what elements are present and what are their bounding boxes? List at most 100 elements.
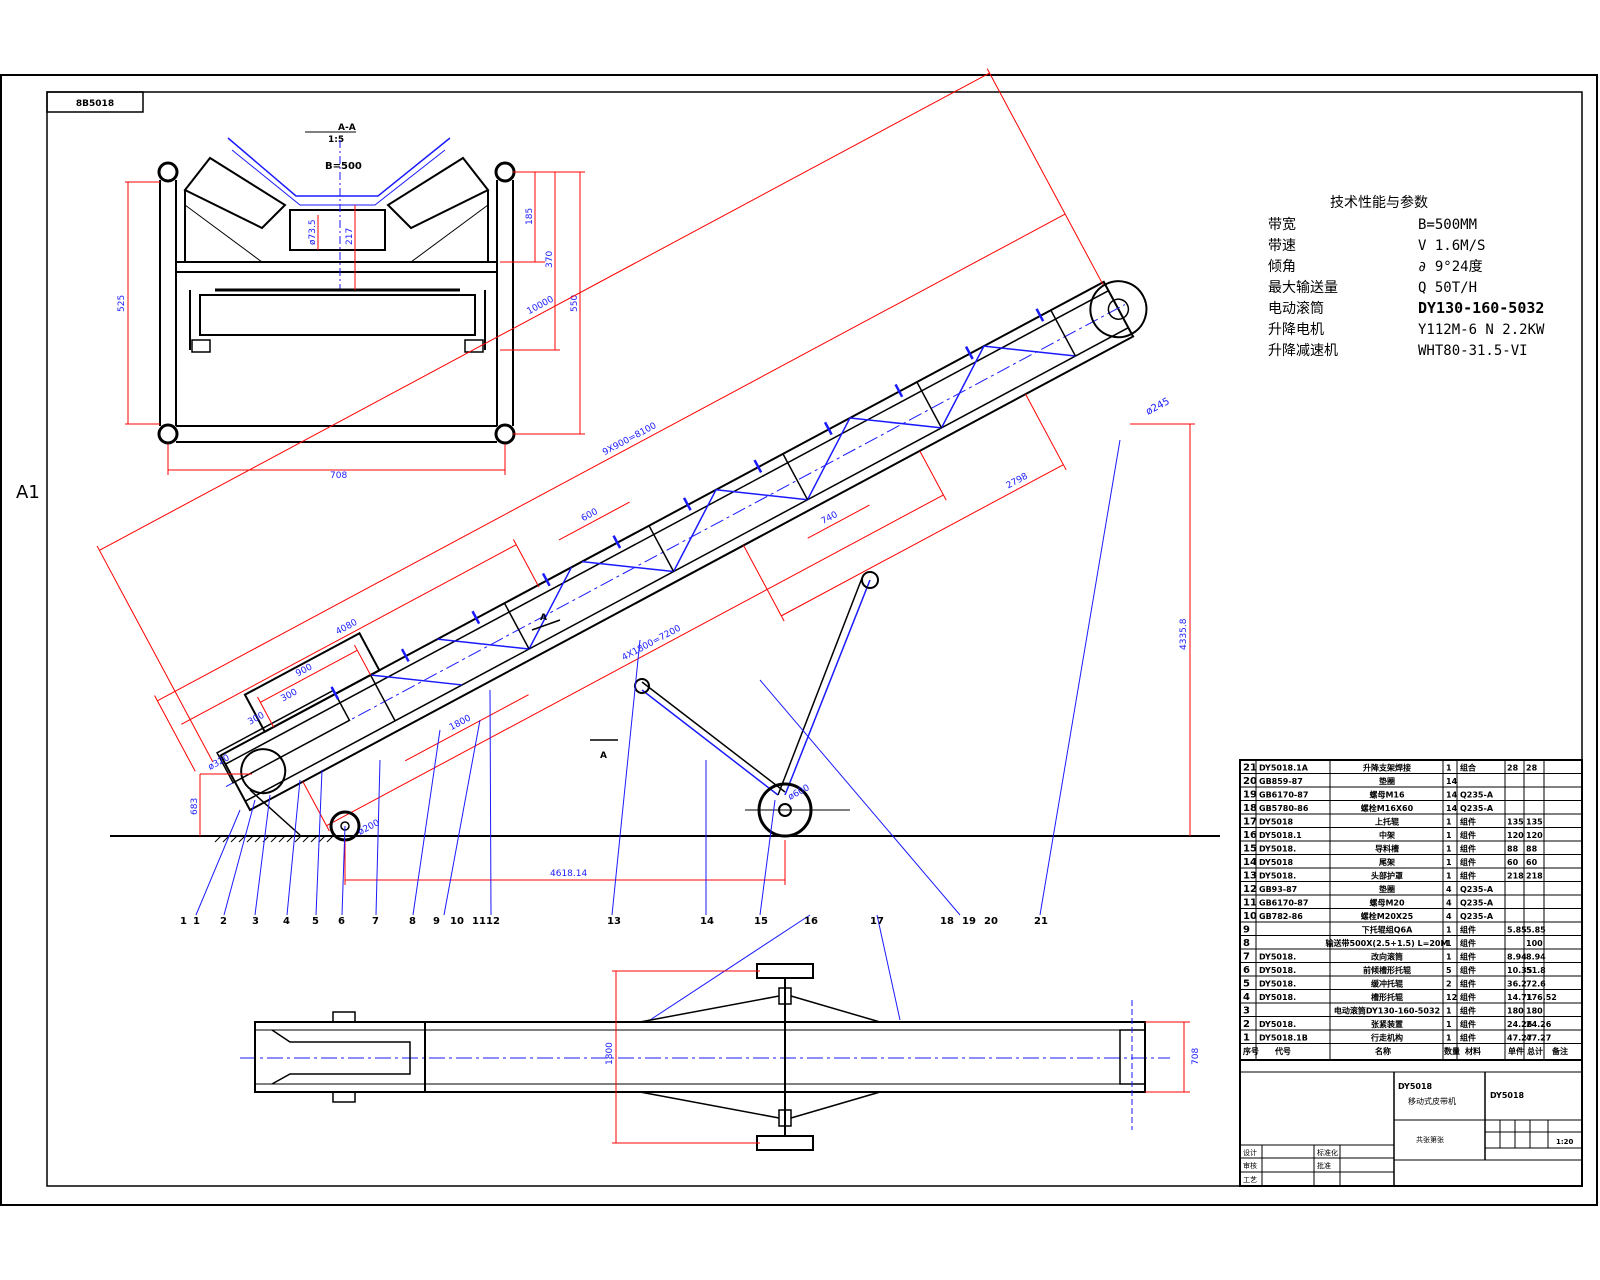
bom-cell-no: 12 bbox=[1243, 884, 1257, 895]
bom-cell-name: 电动滚筒DY130-160-5032 bbox=[1334, 1006, 1440, 1016]
bom-cell-w1: 28 bbox=[1507, 764, 1519, 773]
tb-role: 批准 bbox=[1317, 1161, 1331, 1170]
bom-cell-name: 上托辊 bbox=[1375, 817, 1399, 827]
bom-cell-no: 17 bbox=[1243, 817, 1257, 828]
bom-cell-mat: Q235-A bbox=[1460, 885, 1494, 894]
balloon: 4 bbox=[283, 916, 290, 927]
bom-cell-name: 导料槽 bbox=[1375, 844, 1399, 854]
bom-cell-w1: 88 bbox=[1507, 845, 1519, 854]
tb-scale: 1:20 bbox=[1556, 1138, 1574, 1146]
spec-table: 技术性能与参数 带宽 B=500MM 带速 V 1.6M/S 倾角 ∂ 9°24… bbox=[1268, 194, 1545, 359]
tb-sheet-label: 共张第张 bbox=[1416, 1135, 1444, 1144]
bom-cell-qty: 1 bbox=[1446, 858, 1452, 867]
bom-cell-mat: 组件 bbox=[1460, 844, 1476, 854]
balloon: 1 bbox=[180, 916, 187, 927]
bom-cell-no: 15 bbox=[1243, 844, 1257, 855]
code-tab-text: 8B5018 bbox=[76, 99, 114, 109]
bom-cell-qty: 2 bbox=[1446, 980, 1452, 989]
section-scale: 1:5 bbox=[328, 135, 344, 145]
bom-cell-no: 20 bbox=[1243, 776, 1257, 787]
bom-cell-w2: 72.6 bbox=[1526, 980, 1546, 989]
bom-cell-name: 尾架 bbox=[1378, 857, 1395, 867]
bom-cell-qty: 4 bbox=[1446, 912, 1452, 921]
balloon: 11 bbox=[472, 916, 486, 927]
bom-cell-mat: 组件 bbox=[1460, 817, 1476, 827]
bom-cell-mat: 组合 bbox=[1460, 763, 1477, 773]
bom-cell-w1: 10.35 bbox=[1507, 966, 1533, 975]
bom-header-cell: 材料 bbox=[1465, 1046, 1481, 1056]
dim-height: 4335.8 bbox=[1179, 618, 1189, 650]
section-title: A-A bbox=[338, 123, 356, 133]
bom-cell-no: 2 bbox=[1243, 1019, 1250, 1030]
code-tab bbox=[46, 91, 144, 113]
section-mark-bottom: A bbox=[600, 751, 607, 761]
bom-cell-w1: 135 bbox=[1507, 818, 1524, 827]
bom-cell-no: 9 bbox=[1243, 925, 1250, 936]
bom-cell-qty: 14 bbox=[1446, 804, 1458, 813]
dim-900: 900 bbox=[294, 662, 314, 679]
sheet-size-label: A1 bbox=[16, 482, 40, 503]
spec-title: 技术性能与参数 bbox=[1330, 194, 1428, 211]
bom-cell-name: 中架 bbox=[1379, 830, 1395, 840]
bom-header-cell: 数量 bbox=[1444, 1046, 1460, 1056]
bom-cell-mat: 组件 bbox=[1460, 965, 1476, 975]
bom-cell-w1: 180 bbox=[1507, 1007, 1524, 1016]
bom-cell-w2: 135 bbox=[1526, 818, 1543, 827]
bom-cell-w2: 28 bbox=[1526, 764, 1538, 773]
dim-upper-len: 4X1800=7200 bbox=[620, 624, 682, 664]
bom-cell-code: DY5018. bbox=[1259, 845, 1296, 854]
balloon: 10 bbox=[450, 916, 464, 927]
bom-cell-w2: 100 bbox=[1526, 939, 1543, 948]
bom-cell-mat: 组件 bbox=[1460, 925, 1476, 935]
bom-cell-code: DY5018.1 bbox=[1259, 831, 1302, 840]
bom-cell-qty: 14 bbox=[1446, 791, 1458, 800]
bom-cell-w1: 14.71 bbox=[1507, 993, 1533, 1002]
balloon: 6 bbox=[338, 916, 345, 927]
balloon: 19 bbox=[962, 916, 976, 927]
belt-width-label: B=500 bbox=[325, 161, 362, 172]
bom-cell-no: 5 bbox=[1243, 979, 1250, 990]
balloon: 14 bbox=[700, 916, 714, 927]
bom-cell-qty: 14 bbox=[1446, 777, 1458, 786]
balloon: 7 bbox=[372, 916, 379, 927]
balloon: 8 bbox=[409, 916, 416, 927]
inner-frame bbox=[46, 91, 1583, 1187]
bom-header-cell: 备注 bbox=[1551, 1046, 1568, 1056]
balloon: 21 bbox=[1034, 916, 1048, 927]
bom-cell-no: 19 bbox=[1243, 790, 1257, 801]
bom-cell-name: 输送带500X(2.5+1.5) L=20M bbox=[1326, 938, 1449, 948]
bom-header-cell: 代号 bbox=[1274, 1046, 1291, 1056]
spec-label-4: 电动滚筒 bbox=[1268, 300, 1324, 317]
bom-cell-name: 螺母M20 bbox=[1369, 898, 1405, 908]
dim-740: 740 bbox=[820, 510, 840, 527]
bom-cell-name: 前倾槽形托辊 bbox=[1363, 965, 1411, 975]
bom-cell-qty: 1 bbox=[1446, 845, 1452, 854]
spec-label-1: 带速 bbox=[1268, 238, 1296, 254]
bom-cell-no: 14 bbox=[1243, 857, 1257, 868]
bom-cell-w1: 120 bbox=[1507, 831, 1524, 840]
bom-cell-no: 18 bbox=[1243, 803, 1257, 814]
bom-cell-w1: 36.2 bbox=[1507, 980, 1527, 989]
bom-cell-mat: 组件 bbox=[1460, 1033, 1476, 1043]
bom-cell-code: DY5018 bbox=[1259, 858, 1294, 867]
bom-cell-name: 下托辊组Q6A bbox=[1362, 925, 1413, 935]
dim-550: 550 bbox=[570, 295, 580, 312]
bom-cell-mat: 组件 bbox=[1460, 830, 1476, 840]
dim-head-dia: ø245 bbox=[1144, 396, 1171, 418]
bom-cell-qty: 1 bbox=[1446, 926, 1452, 935]
dim-708: 708 bbox=[330, 471, 347, 481]
spec-value-0: B=500MM bbox=[1418, 217, 1477, 233]
bom-cell-mat: 组件 bbox=[1460, 871, 1476, 881]
bom-cell-w2: 88 bbox=[1526, 845, 1538, 854]
tb-role: 标准化 bbox=[1317, 1148, 1338, 1157]
bom-cell-no: 13 bbox=[1243, 871, 1257, 882]
spec-label-0: 带宽 bbox=[1268, 216, 1296, 233]
tb-role: 工艺 bbox=[1243, 1176, 1257, 1184]
bom-cell-name: 头部护罩 bbox=[1371, 871, 1403, 881]
bom-cell-qty: 1 bbox=[1446, 939, 1452, 948]
bom-cell-mat: Q235-A bbox=[1460, 804, 1494, 813]
bom-cell-w1: 24.26 bbox=[1507, 1020, 1533, 1029]
bom-cell-mat: 组件 bbox=[1460, 857, 1476, 867]
bom-cell-qty: 1 bbox=[1446, 764, 1452, 773]
